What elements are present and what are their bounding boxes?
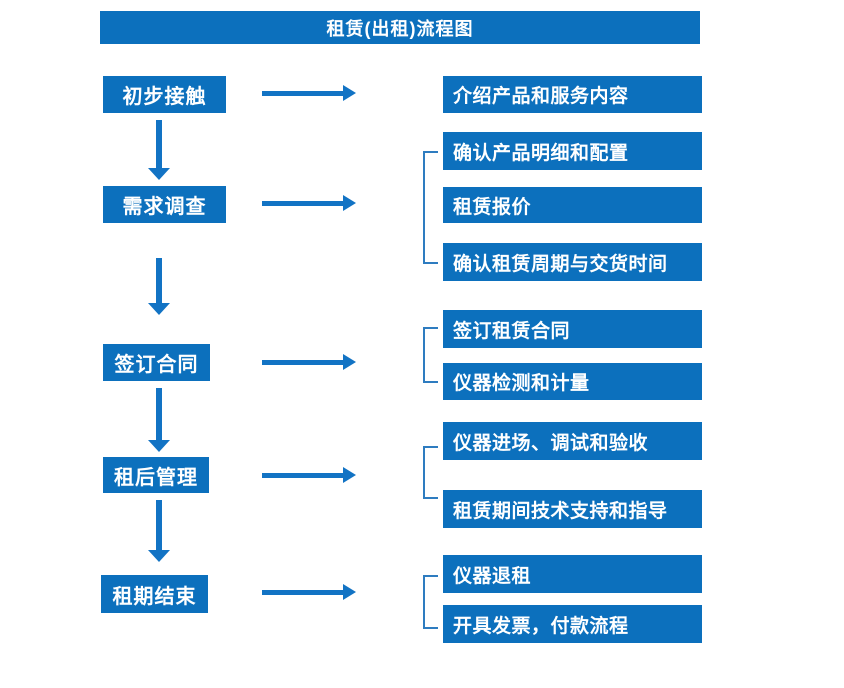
down-arrow-icon: [148, 388, 170, 452]
right-arrow-shaft: [262, 473, 344, 478]
step-box-rental-end: 租期结束: [101, 575, 208, 613]
output-box-invoice-payment: 开具发票，付款流程: [443, 605, 702, 643]
step-label: 租期结束: [112, 585, 197, 608]
step-label: 租后管理: [114, 466, 198, 489]
right-arrow-head: [343, 467, 356, 483]
down-arrow-head: [148, 168, 170, 180]
right-arrow-head: [343, 85, 356, 101]
down-arrow-head: [148, 440, 170, 452]
down-arrow-icon: [148, 500, 170, 562]
right-arrow-icon: [262, 354, 356, 370]
output-label: 仪器退租: [453, 565, 532, 587]
down-arrow-shaft: [156, 500, 162, 551]
down-arrow-icon: [148, 258, 170, 315]
output-box-sign-rental-contract: 签订租赁合同: [443, 310, 702, 348]
step-box-initial-contact: 初步接触: [103, 76, 226, 113]
step-box-sign-contract: 签订合同: [103, 344, 210, 381]
right-arrow-head: [343, 354, 356, 370]
down-arrow-shaft: [156, 258, 162, 304]
output-label: 确认租赁周期与交货时间: [453, 253, 668, 275]
output-label: 租赁期间技术支持和指导: [453, 500, 668, 522]
down-arrow-shaft: [156, 388, 162, 441]
flowchart-title: 租赁(出租)流程图: [326, 18, 474, 39]
output-label: 仪器检测和计量: [453, 373, 590, 394]
group-bracket: [423, 446, 438, 499]
output-label: 签订租赁合同: [453, 320, 571, 342]
right-arrow-head: [343, 195, 356, 211]
down-arrow-icon: [148, 120, 170, 180]
down-arrow-head: [148, 550, 170, 562]
step-box-post-rent-management: 租后管理: [103, 457, 209, 493]
step-label: 初步接触: [122, 86, 207, 108]
right-arrow-head: [343, 584, 356, 600]
output-box-instrument-return: 仪器退租: [443, 555, 702, 593]
output-box-technical-support: 租赁期间技术支持和指导: [443, 490, 702, 528]
output-box-confirm-product-details: 确认产品明细和配置: [443, 132, 702, 170]
down-arrow-shaft: [156, 120, 162, 169]
right-arrow-shaft: [262, 201, 344, 206]
output-label: 租赁报价: [453, 196, 532, 218]
output-box-introduce-products: 介绍产品和服务内容: [443, 76, 702, 113]
step-box-demand-survey: 需求调查: [103, 186, 226, 223]
output-label: 介绍产品和服务内容: [453, 86, 629, 107]
right-arrow-icon: [262, 467, 356, 483]
right-arrow-shaft: [262, 590, 344, 595]
step-label: 需求调查: [122, 196, 207, 218]
output-box-instrument-setup: 仪器进场、调试和验收: [443, 422, 702, 460]
down-arrow-head: [148, 303, 170, 315]
right-arrow-icon: [262, 195, 356, 211]
output-box-instrument-inspection: 仪器检测和计量: [443, 363, 702, 400]
output-box-rental-quote: 租赁报价: [443, 187, 702, 223]
output-label: 仪器进场、调试和验收: [453, 432, 649, 454]
right-arrow-shaft: [262, 360, 344, 365]
output-box-confirm-rental-period: 确认租赁周期与交货时间: [443, 243, 702, 281]
right-arrow-shaft: [262, 91, 344, 96]
output-label: 确认产品明细和配置: [453, 142, 629, 164]
group-bracket: [423, 327, 438, 383]
output-label: 开具发票，付款流程: [453, 615, 629, 637]
right-arrow-icon: [262, 85, 356, 101]
group-bracket: [423, 575, 438, 629]
group-bracket: [423, 151, 438, 264]
right-arrow-icon: [262, 584, 356, 600]
step-label: 签订合同: [114, 354, 199, 376]
flowchart-title-banner: 租赁(出租)流程图: [100, 11, 700, 44]
